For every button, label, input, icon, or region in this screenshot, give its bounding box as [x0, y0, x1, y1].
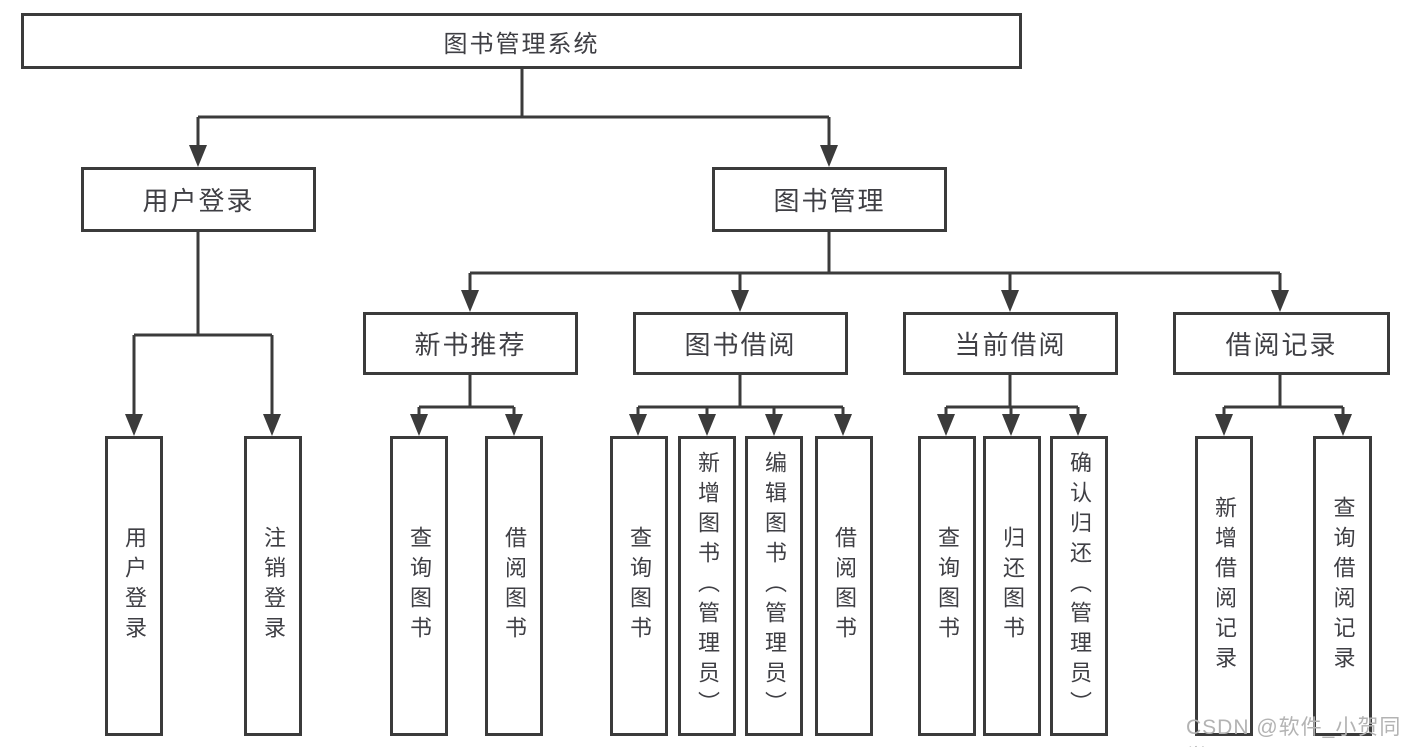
node-new-book-recommend: 新书推荐: [363, 312, 578, 375]
node-leaf-query-books-borrow: 查询图书: [610, 436, 668, 736]
node-leaf-edit-books-admin: 编辑图书（管理员）: [745, 436, 803, 736]
watermark-text: CSDN @软件_小贺同学: [1186, 716, 1402, 747]
connector-lines: [132, 69, 1345, 416]
node-leaf-add-borrow-record: 新增借阅记录: [1195, 436, 1253, 736]
node-leaf-query-books-recommend: 查询图书: [390, 436, 448, 736]
node-leaf-confirm-return-admin: 确认归还（管理员）: [1050, 436, 1108, 736]
node-book-management-module: 图书管理: [712, 167, 947, 232]
node-system-root: 图书管理系统: [21, 13, 1022, 69]
node-current-borrow: 当前借阅: [903, 312, 1118, 375]
node-leaf-logout: 注销登录: [244, 436, 302, 736]
arrowhead-icons: [125, 145, 1352, 436]
node-leaf-query-borrow-record: 查询借阅记录: [1313, 436, 1372, 736]
node-leaf-query-books-current: 查询图书: [918, 436, 976, 736]
node-borrow-records: 借阅记录: [1173, 312, 1390, 375]
node-leaf-user-login: 用户登录: [105, 436, 163, 736]
node-leaf-borrow-books: 借阅图书: [815, 436, 873, 736]
node-user-login-module: 用户登录: [81, 167, 316, 232]
node-book-borrow: 图书借阅: [633, 312, 848, 375]
node-leaf-borrow-books-recommend: 借阅图书: [485, 436, 543, 736]
node-leaf-return-books: 归还图书: [983, 436, 1041, 736]
node-leaf-add-books-admin: 新增图书（管理员）: [678, 436, 736, 736]
